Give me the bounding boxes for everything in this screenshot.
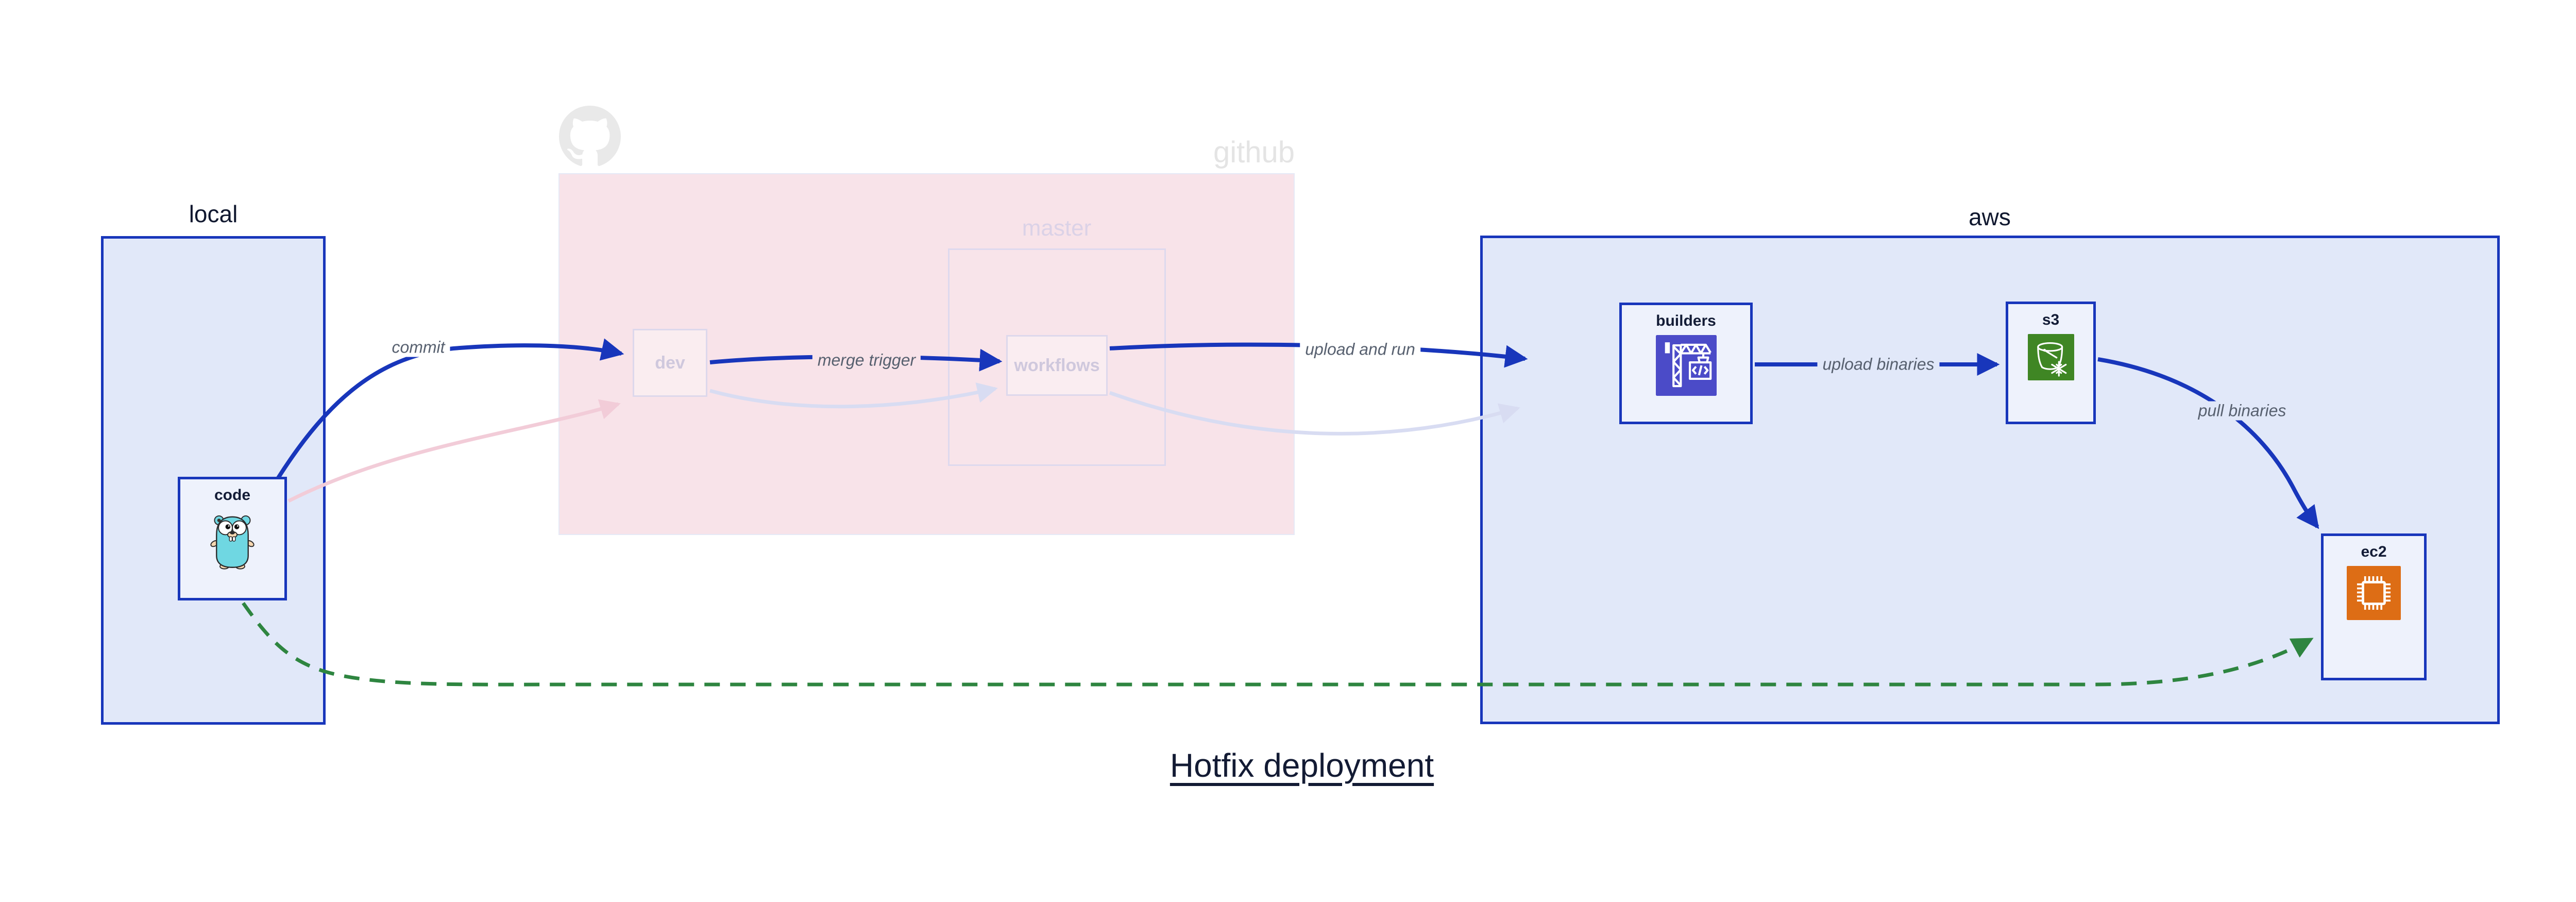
edge-label-merge-trigger: merge trigger	[812, 350, 921, 370]
node-ec2: ec2	[2321, 533, 2427, 680]
edge-label-upload-and-run: upload and run	[1300, 340, 1420, 359]
master-branch-label: master	[1022, 215, 1092, 241]
github-logo-icon	[559, 106, 621, 166]
codebuild-crane-icon	[1655, 335, 1717, 396]
s3-glacier-bucket-icon	[2027, 334, 2074, 380]
diagram-title: Hotfix deployment	[1170, 747, 1434, 784]
node-dev-label: dev	[655, 353, 685, 373]
node-builders: builders	[1619, 303, 1753, 424]
node-dev: dev	[633, 329, 707, 397]
edge-label-commit: commit	[386, 338, 450, 357]
node-code: code	[178, 477, 287, 600]
go-gopher-icon	[210, 515, 255, 570]
node-s3: s3	[2006, 302, 2096, 424]
ec2-chip-icon	[2347, 566, 2401, 620]
github-cluster-box	[558, 173, 1295, 535]
node-builders-label: builders	[1656, 312, 1716, 329]
local-cluster-label: local	[189, 201, 238, 227]
edge-pull-binaries	[2097, 357, 2319, 529]
node-code-label: code	[214, 487, 251, 504]
edge-commit	[276, 338, 624, 479]
node-workflows: workflows	[1006, 335, 1108, 396]
edge-hotfix-dashed	[242, 602, 2314, 687]
aws-cluster-label: aws	[1969, 204, 2011, 230]
node-workflows-label: workflows	[1014, 355, 1100, 375]
edge-label-upload-binaries: upload binaries	[1817, 355, 1940, 374]
node-s3-label: s3	[2042, 311, 2060, 328]
edge-ghost-upload	[1109, 391, 1520, 436]
node-ec2-label: ec2	[2361, 543, 2387, 560]
edge-ghost-commit	[287, 399, 621, 503]
edge-ghost-merge	[709, 382, 998, 409]
github-cluster-label: github	[1213, 136, 1295, 169]
edge-label-pull-binaries: pull binaries	[2193, 401, 2292, 421]
